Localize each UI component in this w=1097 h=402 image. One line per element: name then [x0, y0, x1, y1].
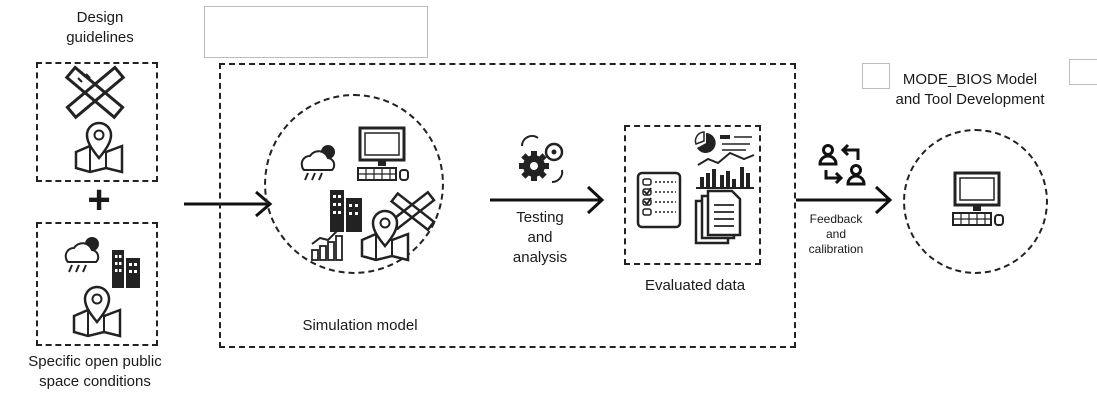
specific-line2: space conditions — [39, 373, 151, 390]
specific-conditions-label: Specific open public space conditions — [0, 352, 190, 392]
plus-sign: + — [87, 178, 111, 222]
charts-icon — [694, 131, 755, 189]
design-guidelines-line1: Design — [76, 9, 124, 26]
arrow-to-mode-bios — [796, 185, 893, 215]
specific-conditions-box — [36, 222, 158, 346]
feedback-line3: calibration — [808, 242, 864, 256]
desktop-computer-icon-sim — [357, 126, 409, 181]
feedback-line2: and — [825, 227, 847, 241]
map-pin-icon-sim — [360, 209, 410, 262]
users-exchange-icon — [818, 143, 866, 186]
blank-label-box — [204, 6, 428, 58]
mode-bios-line2: and Tool Development — [895, 91, 1045, 108]
mode-bios-label: MODE_BIOS Model and Tool Development — [870, 70, 1070, 110]
map-pin-icon — [74, 121, 124, 174]
buildings-icon — [112, 250, 140, 288]
documents-icon — [694, 189, 742, 245]
feedback-calibration-label: Feedback and calibration — [796, 212, 876, 257]
mode-bios-circle — [903, 129, 1048, 274]
mode-bios-line1: MODE_BIOS Model — [902, 71, 1038, 88]
bar-chart-icon-sim — [311, 227, 343, 261]
simulation-model-label: Simulation model — [302, 317, 418, 334]
gears-icon — [519, 135, 564, 184]
weather-icon-sim — [300, 145, 336, 181]
specific-line1: Specific open public — [28, 353, 162, 370]
blank-box-left — [862, 63, 890, 89]
design-guidelines-line2: guidelines — [66, 29, 134, 46]
testing-line3: analysis — [512, 249, 568, 266]
design-guidelines-box — [36, 62, 158, 182]
ruler-pencil-icon — [64, 65, 126, 120]
map-pin-icon-2 — [72, 285, 122, 338]
buildings-icon-sim — [330, 190, 362, 232]
testing-analysis-label: Testing and analysis — [500, 208, 580, 268]
evaluated-data-box — [624, 125, 761, 265]
desktop-computer-icon — [952, 171, 1004, 226]
testing-line2: and — [527, 229, 553, 246]
simulation-model-circle — [264, 94, 444, 274]
feedback-line1: Feedback — [809, 212, 863, 226]
testing-line1: Testing — [516, 209, 564, 226]
arrow-to-evaluated — [490, 185, 605, 215]
weather-cloud-sun-rain-icon — [64, 237, 100, 273]
checklist-icon — [636, 171, 682, 229]
design-guidelines-label: Design guidelines — [40, 8, 160, 48]
evaluated-data-label: Evaluated data — [644, 277, 746, 294]
simulation-process-box — [219, 63, 796, 348]
blank-box-right — [1069, 59, 1097, 85]
